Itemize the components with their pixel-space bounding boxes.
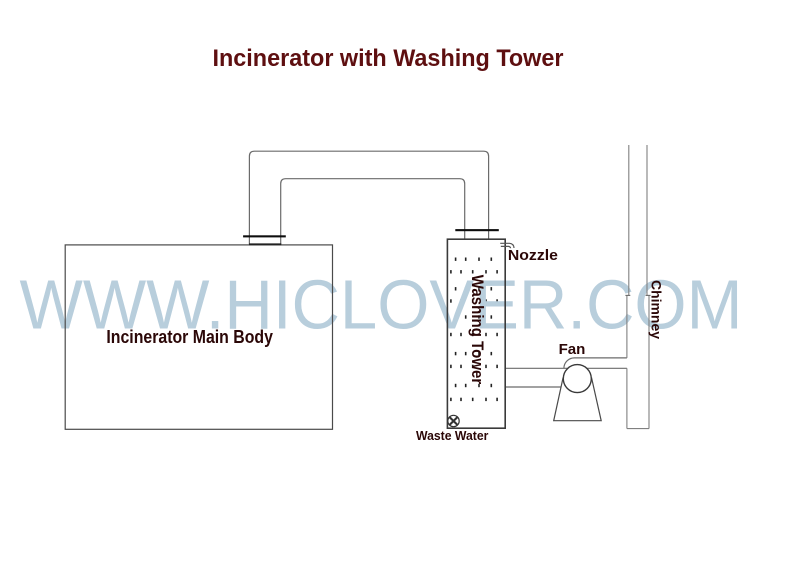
svg-text:WWW.HICLOVER.COM: WWW.HICLOVER.COM — [20, 266, 743, 344]
svg-text:Waste Water: Waste Water — [416, 429, 489, 443]
svg-text:Nozzle: Nozzle — [508, 247, 558, 264]
svg-text:Incinerator Main Body: Incinerator Main Body — [106, 326, 273, 347]
svg-text:Washing Tower: Washing Tower — [468, 275, 487, 385]
svg-text:Fan: Fan — [559, 341, 586, 358]
svg-text:Chimney: Chimney — [649, 280, 664, 340]
svg-text:Incinerator with Washing Tower: Incinerator with Washing Tower — [213, 45, 564, 72]
